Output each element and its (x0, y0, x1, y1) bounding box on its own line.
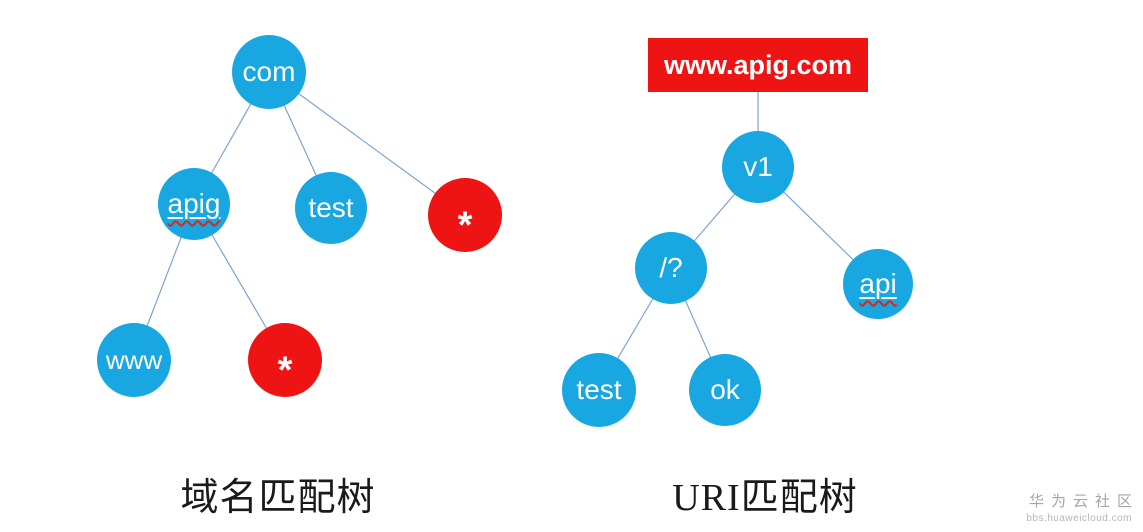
tree-node-www: www (97, 323, 171, 397)
tree-node-test-uri: test (562, 353, 636, 427)
uri-tree-caption: URI匹配树 (672, 477, 858, 519)
root-box-label: www.apig.com (663, 49, 853, 80)
edge-com-star-top (268, 71, 466, 216)
tree-node-com: com (232, 35, 306, 109)
tree-node-slash-question: /? (635, 232, 707, 304)
asterisk-glyph: * (277, 349, 293, 392)
tree-node-api: api (843, 249, 913, 319)
tree-node-label: v1 (743, 151, 773, 182)
tree-node-test: test (295, 172, 367, 244)
tree-node-wildcard-bottom: * (248, 323, 322, 397)
tree-node-wildcard-top: * (428, 178, 502, 252)
tree-node-label: apig (167, 188, 221, 219)
tree-node-label: ok (710, 374, 740, 405)
domain-tree-caption: 域名匹配树 (180, 477, 376, 519)
asterisk-glyph: * (457, 204, 473, 247)
tree-node-label: com (242, 56, 296, 87)
watermark: 华为云社区 bbs.huaweicloud.com (1026, 490, 1132, 524)
watermark-url: bbs.huaweicloud.com (1026, 513, 1132, 524)
tree-node-label: www (105, 345, 163, 375)
tree-node-label: api (859, 268, 897, 299)
tree-node-label: test (308, 192, 354, 223)
tree-node-label: test (576, 374, 622, 405)
spellcheck-squiggle: api (859, 270, 896, 298)
tree-node-apig: apig (158, 168, 230, 240)
tree-node-label: /? (659, 252, 683, 283)
spellcheck-squiggle: apig (168, 190, 221, 218)
uri-tree-root-box: www.apig.com (648, 38, 868, 92)
tree-node-ok: ok (689, 354, 761, 426)
tree-node-v1: v1 (722, 131, 794, 203)
watermark-brand: 华为云社区 (1028, 493, 1139, 510)
